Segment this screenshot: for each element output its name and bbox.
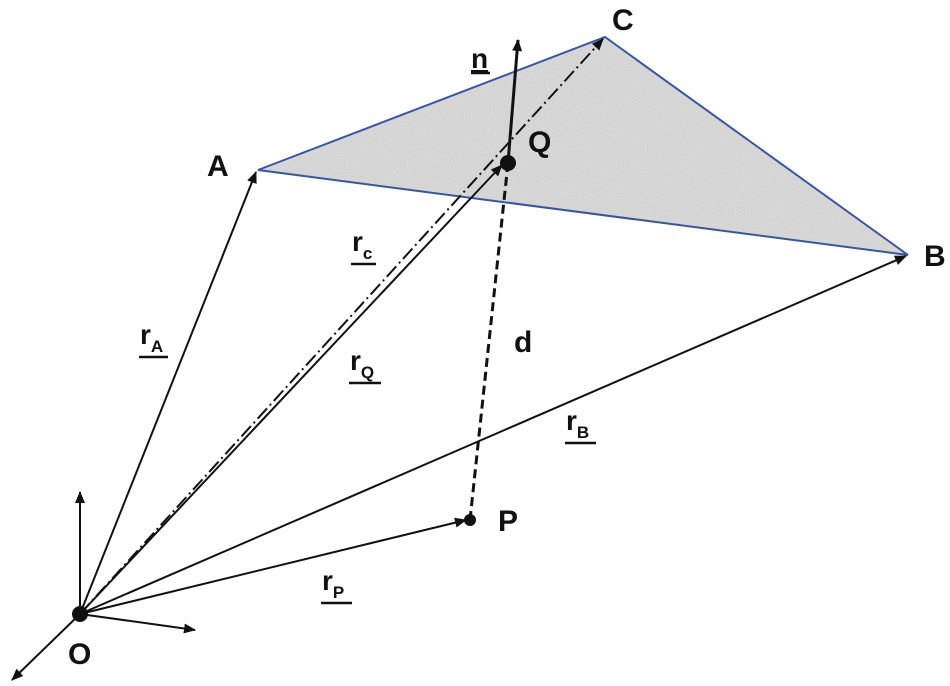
label-rP: rP <box>321 565 352 605</box>
point-Q-dot <box>500 155 516 171</box>
point-P-dot <box>464 514 476 526</box>
svg-text:rB: rB <box>566 405 589 442</box>
label-rQ: rQ <box>349 345 381 385</box>
label-n: n <box>471 43 488 74</box>
label-P: P <box>498 505 518 538</box>
vector-rA-arrow <box>79 171 257 615</box>
label-d: d <box>514 326 532 359</box>
svg-text:rA: rA <box>140 319 163 356</box>
point-O-dot <box>72 606 88 622</box>
label-rB: rB <box>565 405 596 445</box>
svg-text:rc: rc <box>352 226 372 263</box>
triangle-plane <box>258 37 908 255</box>
label-Q: Q <box>528 126 551 159</box>
normal-vector-arrow <box>506 39 523 164</box>
label-O: O <box>68 638 91 671</box>
vector-rP-arrow <box>79 517 467 615</box>
label-A: A <box>207 150 229 183</box>
vector-rQ-arrow <box>79 164 503 615</box>
vector-rB-arrow <box>79 255 907 615</box>
label-rA: rA <box>139 319 168 359</box>
label-C: C <box>612 4 634 37</box>
svg-text:rP: rP <box>322 565 344 602</box>
axis-diagonal <box>11 613 81 681</box>
triangle-edge <box>257 35 909 256</box>
axis-right <box>79 613 196 634</box>
svg-text:rQ: rQ <box>350 345 374 382</box>
distance-line <box>468 162 510 521</box>
vector-rC-arrow <box>79 38 604 615</box>
label-rC: rc <box>351 226 376 266</box>
label-B: B <box>924 240 946 273</box>
